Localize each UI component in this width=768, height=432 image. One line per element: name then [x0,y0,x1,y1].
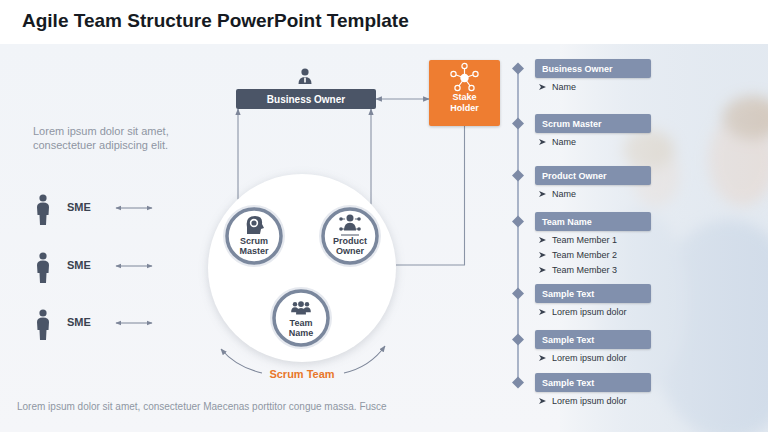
bullet-row: Team Member 3 [538,265,617,275]
connector-line [370,109,371,204]
gear-icon [247,216,264,234]
owner-person-icon [299,68,312,84]
footer-caption: Lorem ipsum dolor sit amet, consectetuer… [17,401,387,412]
bullet-arrow [538,397,548,405]
role-label: Product Owner [327,237,373,257]
bullet-row: Name [538,137,576,147]
role-label: Team Name [278,319,324,339]
network-icon [451,63,478,90]
bullet-row: Lorem ipsum dolor [538,353,627,363]
intro-note: Lorem ipsum dolor sit amet, consectetuer… [33,125,198,153]
tab-heading: Team Name [542,217,592,227]
tab-heading: Sample Text [542,378,594,388]
bullet-arrow [538,83,548,91]
bullet-row: Team Member 2 [538,250,617,260]
sme-label: SME [67,316,107,330]
slide-title: Agile Team Structure PowerPoint Template [22,10,409,32]
role-circle: Scrum Master [223,205,285,267]
timeline-line [512,63,524,389]
tab-heading: Scrum Master [542,119,602,129]
list-tab: Team NameTeam Member 1Team Member 2Team … [535,212,651,231]
tab-heading: Sample Text [542,289,594,299]
bullet-text: Name [552,189,576,199]
list-tab: Scrum MasterName [535,114,651,133]
connector-line [396,126,465,265]
role-circle: Team Name [270,287,332,349]
bullet-arrow [538,354,548,362]
bullet-row: Lorem ipsum dolor [538,307,627,317]
role-circle-shape [223,205,285,267]
role-circle-shape [270,287,332,349]
sme-icons [37,194,49,340]
box-label: Stake Holder [442,92,488,115]
role-label: Scrum Master [231,237,277,257]
team-icon [291,301,311,314]
tab-heading: Business Owner [542,64,613,74]
bullet-text: Team Member 3 [552,265,617,275]
bullet-text: Name [552,137,576,147]
bullet-arrow [538,138,548,146]
bullet-arrow [538,190,548,198]
list-tab: Business OwnerName [535,59,651,78]
bullet-row: Team Member 1 [538,235,617,245]
content-ground [0,44,768,432]
bullet-row: Name [538,82,576,92]
bullet-row: Lorem ipsum dolor [538,396,627,406]
sme-arrows [116,208,152,323]
bullet-arrow [538,266,548,274]
role-circle: Product Owner [319,205,381,267]
bullet-text: Name [552,82,576,92]
bullet-text: Lorem ipsum dolor [552,307,627,317]
list-tab: Sample TextLorem ipsum dolor [535,284,651,303]
tab-heading: Sample Text [542,335,594,345]
bullet-text: Lorem ipsum dolor [552,396,627,406]
role-circle-shape [319,205,381,267]
bullet-text: Team Member 2 [552,250,617,260]
bullet-text: Lorem ipsum dolor [552,353,627,363]
list-tab: Product OwnerName [535,166,651,185]
connector-line [237,109,238,199]
org-icon [339,214,361,235]
bullet-arrow [538,308,548,316]
role-box: Business Owner [236,89,376,109]
list-tab: Sample TextLorem ipsum dolor [535,373,651,392]
bullet-text: Team Member 1 [552,235,617,245]
team-heading: Scrum Team [207,368,397,380]
tab-heading: Product Owner [542,171,607,181]
connector-line [376,98,429,99]
bullet-arrow [538,251,548,259]
stakeholder-box: Stake Holder [429,60,500,126]
list-tab: Sample TextLorem ipsum dolor [535,330,651,349]
team-circle: Scrum TeamScrum MasterProduct OwnerTeam … [207,173,397,363]
box-label: Business Owner [267,94,345,105]
sme-label: SME [67,201,107,215]
bullet-arrow [538,236,548,244]
sme-label: SME [67,259,107,273]
bullet-row: Name [538,189,576,199]
